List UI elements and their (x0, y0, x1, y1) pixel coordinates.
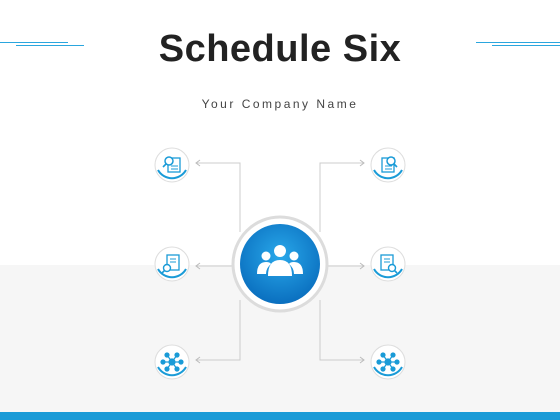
decor-line-left-2 (16, 45, 84, 46)
connector-top-right (319, 162, 364, 232)
search-document-icon (162, 156, 181, 173)
arrow-bottom-right (359, 356, 365, 364)
connector-top-left (196, 162, 241, 232)
connector-arrows (195, 159, 365, 364)
page-title: Schedule Six (158, 28, 402, 70)
page-subtitle: Your Company Name (201, 97, 359, 111)
arrow-top-right (359, 159, 365, 167)
document-search-icon (380, 254, 398, 274)
decor-line-right (476, 42, 560, 43)
arrow-top-left (195, 159, 201, 167)
connector-bottom-right (319, 300, 364, 361)
network-hub-icon (160, 352, 184, 372)
search-document-icon (381, 156, 398, 173)
decor-line-left (0, 42, 68, 43)
team-icon (257, 245, 303, 276)
arrow-mid-right (359, 262, 365, 270)
arrow-mid-left (195, 262, 201, 270)
node-bottom-left (154, 344, 190, 380)
node-middle-right (370, 246, 406, 282)
node-middle-left (154, 246, 190, 282)
document-search-icon (161, 254, 180, 274)
decor-line-right-2 (492, 45, 560, 46)
node-bottom-right (370, 344, 406, 380)
node-top-left (154, 147, 190, 183)
bottom-accent-bar (0, 412, 560, 420)
connector-lines (196, 162, 364, 361)
arrow-bottom-left (195, 356, 201, 364)
connector-bottom-left (196, 300, 241, 361)
network-hub-icon (376, 352, 400, 372)
center-hub (231, 215, 329, 313)
node-top-right (370, 147, 406, 183)
